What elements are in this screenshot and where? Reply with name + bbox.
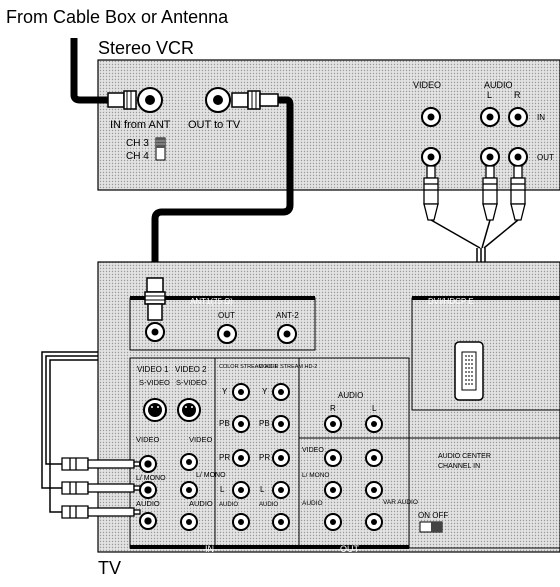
vcr-audio-r-label: R <box>514 90 521 100</box>
tv-out-jack-centers <box>330 455 377 525</box>
vcr-audio-label: AUDIO <box>484 80 513 90</box>
tv-comp-l1-label: L <box>220 485 225 494</box>
tv-video1-label: VIDEO 1 <box>137 365 169 374</box>
tv-video-a-label: VIDEO <box>136 435 160 444</box>
tv-dvi-connector[interactable] <box>454 341 484 401</box>
tv-color1-label: COLOR STREAM HD-1 <box>219 364 277 370</box>
tv-svideo1-jack[interactable] <box>143 398 167 422</box>
tv-lmono-a-label: L/ MONO <box>136 475 166 482</box>
tv-out-video-label: VIDEO <box>302 447 324 454</box>
tv-in-label: IN <box>205 544 214 554</box>
tv-video1-plugs[interactable] <box>61 455 157 530</box>
tv-ant1-label: ANT1(75 Ω) <box>190 297 233 306</box>
rf-cable <box>151 96 294 280</box>
vcr-ant-out-connector[interactable] <box>205 87 279 113</box>
vcr-ant-in-connector[interactable] <box>107 87 163 113</box>
vcr-audio-l-label: L <box>487 90 492 100</box>
vcr-audio-l-in-jack[interactable] <box>480 107 500 127</box>
vcr-panel <box>97 59 560 191</box>
tv-svideo2-jack[interactable] <box>177 398 201 422</box>
tv-video2-video-jack[interactable] <box>180 453 198 471</box>
tv-ant-out-label: OUT <box>218 311 235 320</box>
tv-out-label: OUT <box>340 544 360 554</box>
tv-audio-label: AUDIO <box>338 391 363 400</box>
tv-out-lmono-label: L/ MONO <box>302 472 329 479</box>
tv-audio-r-jack[interactable] <box>324 415 342 433</box>
tv-component-jack-centers <box>238 389 284 525</box>
source-cable <box>70 38 112 104</box>
tv-video2-audio-l-jack[interactable] <box>180 481 198 499</box>
tv-center-ch-switch[interactable] <box>419 521 443 533</box>
tv-audio-a-label: AUDIO <box>136 499 160 508</box>
vcr-rca-plugs <box>423 165 526 221</box>
tv-pr1-label: PR <box>219 453 230 462</box>
tv-center-ch-label-1: AUDIO CENTER <box>438 453 491 460</box>
tv-ant2-label: ANT-2 <box>276 311 299 320</box>
tv-audio-l-jack[interactable] <box>365 415 383 433</box>
tv-video2-audio-r-jack[interactable] <box>180 513 198 531</box>
tv-video2-label: VIDEO 2 <box>175 365 207 374</box>
tv-audio-b-label: AUDIO <box>189 499 213 508</box>
vcr-in-row-label: IN <box>537 113 545 122</box>
vcr-in-label: IN from ANT <box>110 119 171 131</box>
tv-pr2-label: PR <box>259 453 270 462</box>
vcr-caption: Stereo VCR <box>98 38 195 58</box>
vcr-audio-r-out-jack[interactable] <box>508 147 528 167</box>
vcr-out-row-label: OUT <box>537 153 554 162</box>
tv-audio-l-label: L <box>372 404 377 413</box>
tv-color2-label: COLOR STREAM HD-2 <box>259 364 317 370</box>
vcr-audio-r-in-jack[interactable] <box>508 107 528 127</box>
tv-y1-label: Y <box>222 387 228 396</box>
vcr-channel-switch[interactable] <box>155 137 166 161</box>
vcr-video-in-jack[interactable] <box>421 107 441 127</box>
vcr-video-label: VIDEO <box>413 80 441 90</box>
tv-dvi-label: DVI/HDCP E <box>428 297 474 306</box>
tv-comp-audio2-label: AUDIO <box>259 502 278 508</box>
tv-center-ch-label-2: CHANNEL IN <box>438 463 480 470</box>
tv-pb1-label: PB <box>219 419 230 428</box>
vcr-video-out-jack[interactable] <box>421 147 441 167</box>
tv-comp-l2-label: L <box>260 485 265 494</box>
tv-video-b-label: VIDEO <box>189 435 213 444</box>
tv-audio-r-label: R <box>330 404 336 413</box>
tv-svideo1-label: S-VIDEO <box>139 378 170 387</box>
source-caption: From Cable Box or Antenna <box>6 7 229 27</box>
tv-comp-audio1-label: AUDIO <box>219 502 238 508</box>
tv-panel <box>97 261 560 553</box>
tv-ant-out-jack[interactable] <box>217 324 237 344</box>
tv-caption: TV <box>98 558 122 578</box>
vcr-ch3-label: CH 3 <box>126 138 149 149</box>
tv-ant2-jack[interactable] <box>277 324 297 344</box>
tv-out-audio-label: AUDIO <box>302 500 323 507</box>
vcr-ch4-label: CH 4 <box>126 151 149 162</box>
tv-ant1-connector[interactable] <box>144 277 166 342</box>
tv-pb2-label: PB <box>259 419 270 428</box>
tv-y2-label: Y <box>262 387 268 396</box>
tv-svideo2-label: S-VIDEO <box>176 378 207 387</box>
tv-lmono-b-label: L/ MONO <box>196 472 226 479</box>
tv-var-audio-label: VAR AUDIO <box>383 499 418 506</box>
vcr-out-label: OUT to TV <box>188 119 241 131</box>
tv-on-off-label: ON OFF <box>418 511 448 520</box>
vcr-audio-l-out-jack[interactable] <box>480 147 500 167</box>
